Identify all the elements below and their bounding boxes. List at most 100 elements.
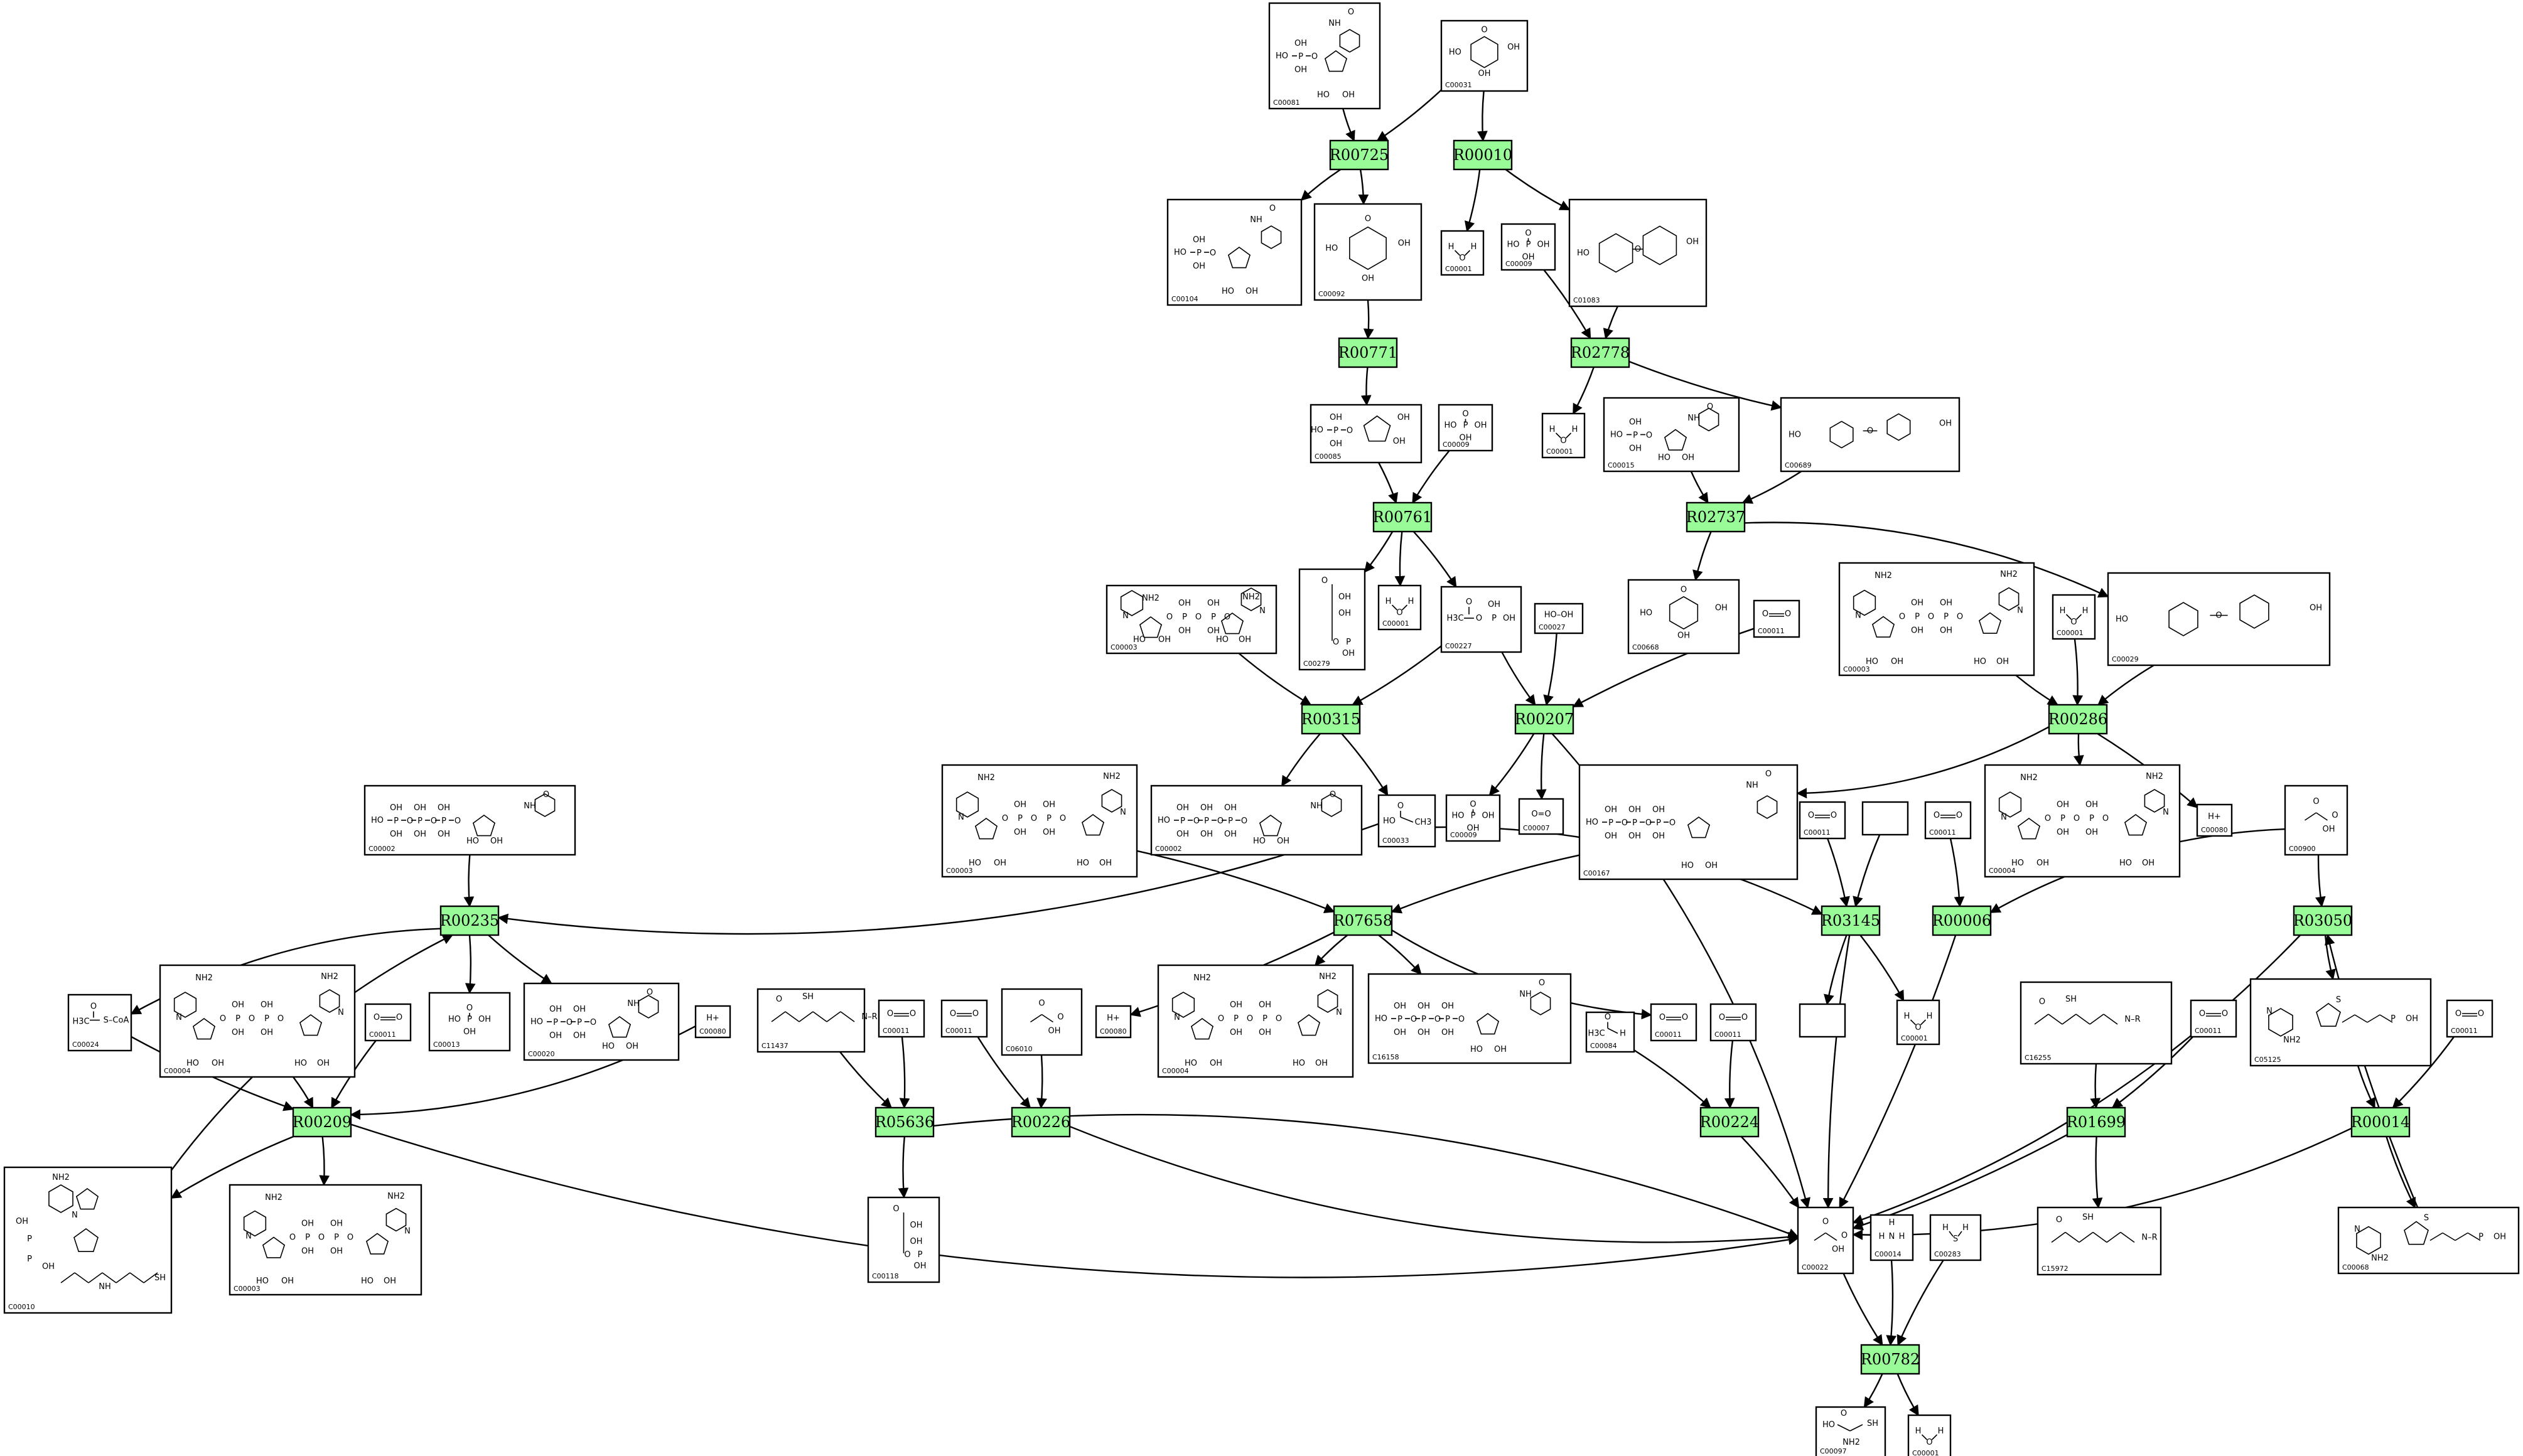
atom-label: OH — [1193, 262, 1205, 271]
atom-label: OH — [1482, 811, 1494, 821]
reaction-node-R00771[interactable]: R00771 — [1338, 337, 1397, 368]
reaction-node-R00209[interactable]: R00209 — [293, 1106, 352, 1138]
reaction-node-R05636[interactable]: R05636 — [875, 1106, 934, 1138]
reaction-node-R00761[interactable]: R00761 — [1373, 501, 1432, 533]
compound-id-label: C00001 — [1901, 1034, 1928, 1042]
atom-label: NH — [1310, 801, 1323, 811]
edge-c00227-to-R00207 — [1501, 651, 1536, 706]
reaction-node-R01699[interactable]: R01699 — [2067, 1106, 2126, 1138]
reaction-node-R00782[interactable]: R00782 — [1861, 1344, 1920, 1375]
reaction-node-R02778[interactable]: R02778 — [1571, 337, 1630, 368]
compound-node-c00080b[interactable]: H+C00080 — [694, 1005, 731, 1039]
reaction-node-R00286[interactable]: R00286 — [2048, 704, 2107, 735]
reaction-node-R07658[interactable]: R07658 — [1333, 905, 1392, 936]
reaction-node-R03050[interactable]: R03050 — [2293, 905, 2352, 936]
reaction-node-R03145[interactable]: R03145 — [1821, 905, 1880, 936]
atom-label: OH — [301, 1247, 314, 1256]
reaction-node-R00006[interactable]: R00006 — [1932, 905, 1991, 936]
reaction-node-R00224[interactable]: R00224 — [1700, 1106, 1759, 1138]
reaction-node-R00207[interactable]: R00207 — [1515, 704, 1574, 735]
compound-node-c00080a[interactable]: H+C00080 — [2196, 803, 2233, 837]
edge-c00003a-to-R00315 — [1238, 653, 1312, 706]
compound-node-cblank2[interactable] — [1799, 1003, 1846, 1038]
reaction-node-R00315[interactable]: R00315 — [1301, 704, 1360, 735]
compound-box — [940, 999, 988, 1038]
reaction-node-R00226[interactable]: R00226 — [1011, 1106, 1070, 1138]
compound-node-cblank1[interactable] — [1861, 801, 1909, 836]
reaction-node-R02737[interactable]: R02737 — [1686, 501, 1745, 533]
compound-node-c00080c[interactable]: H+C00080 — [1095, 1005, 1132, 1039]
reaction-node-R00010[interactable]: R00010 — [1453, 139, 1512, 171]
atom-label: O — [2074, 814, 2080, 823]
ring-shape — [243, 1210, 267, 1237]
compound-id-label: C00002 — [368, 845, 395, 853]
reaction-node-R00235[interactable]: R00235 — [440, 905, 499, 936]
reaction-node-R00725[interactable]: R00725 — [1330, 139, 1389, 171]
reaction-node-R00014[interactable]: R00014 — [2351, 1106, 2410, 1138]
ring-shape — [1978, 612, 2002, 634]
